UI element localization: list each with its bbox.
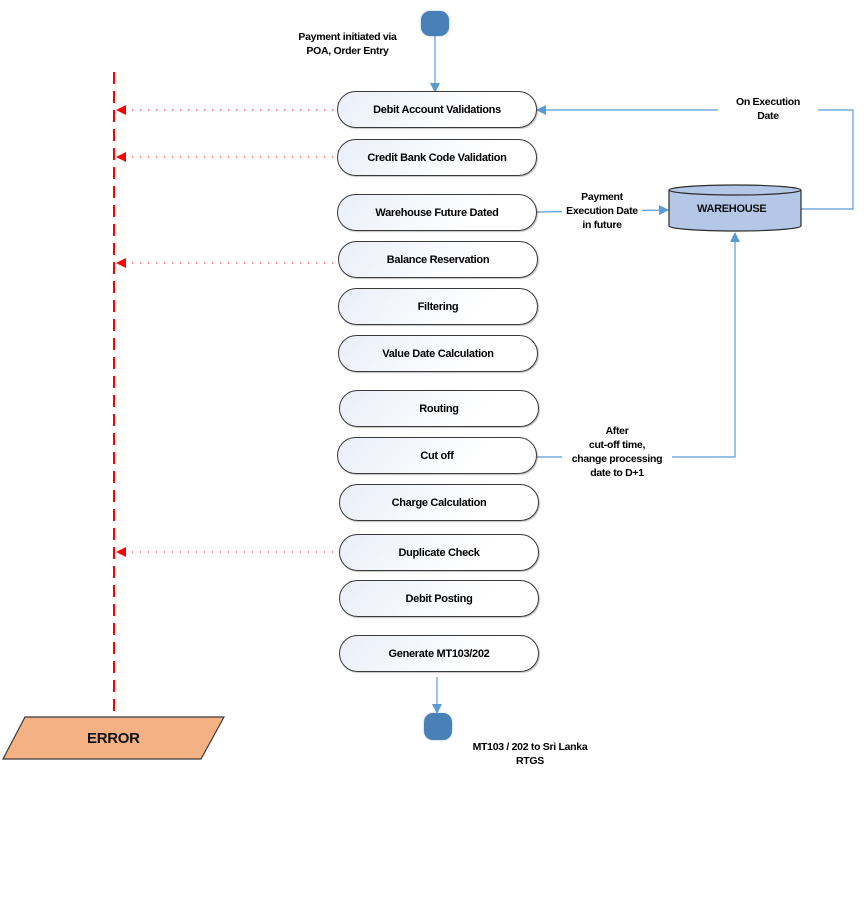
end-terminal	[424, 713, 452, 740]
step-label: Debit Account Validations	[373, 103, 501, 116]
step-label: Value Date Calculation	[382, 347, 494, 360]
error-label: ERROR	[87, 730, 140, 747]
step-debit-account-validations[interactable]: Debit Account Validations	[337, 91, 537, 128]
on-execution-date-label: On Execution Date	[718, 95, 818, 123]
step-debit-posting[interactable]: Debit Posting	[339, 580, 539, 617]
step-cut-off[interactable]: Cut off	[337, 437, 537, 474]
on-execution-date-arrow	[536, 105, 854, 210]
step-warehouse-future-dated[interactable]: Warehouse Future Dated	[337, 194, 537, 231]
step-label: Duplicate Check	[398, 546, 480, 559]
start-terminal	[421, 11, 449, 36]
step-label: Routing	[419, 402, 459, 415]
step-duplicate-check[interactable]: Duplicate Check	[339, 534, 539, 571]
step-label: Credit Bank Code Validation	[367, 151, 507, 164]
step-label: Cut off	[420, 449, 454, 462]
step-charge-calculation[interactable]: Charge Calculation	[339, 484, 539, 521]
error-shape	[2, 716, 226, 760]
step-label: Warehouse Future Dated	[375, 206, 499, 219]
step-routing[interactable]: Routing	[339, 390, 539, 427]
step-value-date-calculation[interactable]: Value Date Calculation	[338, 335, 538, 372]
warehouse-cylinder	[668, 184, 802, 232]
step-label: Balance Reservation	[386, 253, 490, 266]
step-credit-bank-code-validation[interactable]: Credit Bank Code Validation	[337, 139, 537, 176]
step-filtering[interactable]: Filtering	[338, 288, 538, 325]
step-generate-mt103-202[interactable]: Generate MT103/202	[339, 635, 539, 672]
start-label: Payment initiated via POA, Order Entry	[298, 31, 397, 57]
after-cutoff-label: After cut-off time, change processing da…	[562, 424, 672, 480]
step-label: Charge Calculation	[391, 496, 487, 509]
future-dated-label: Payment Execution Date in future	[562, 190, 642, 232]
step-label: Debit Posting	[405, 592, 473, 605]
step-label: Filtering	[417, 300, 459, 313]
end-label: MT103 / 202 to Sri Lanka RTGS	[472, 741, 588, 767]
step-balance-reservation[interactable]: Balance Reservation	[338, 241, 538, 278]
warehouse-label: WAREHOUSE	[697, 203, 767, 215]
step-label: Generate MT103/202	[388, 647, 490, 660]
